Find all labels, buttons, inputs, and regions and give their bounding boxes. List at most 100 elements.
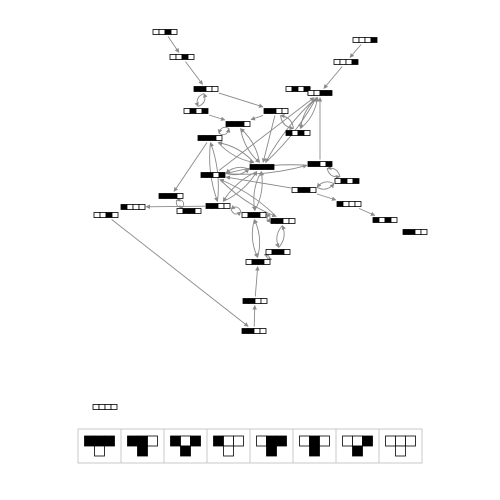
legend-entry-1-square-3: [94, 445, 105, 457]
node-n4: [333, 59, 359, 65]
edge-n14-n13: [326, 165, 341, 177]
node-n14-cell-2: [346, 178, 354, 184]
edge-n8-n11: [298, 97, 318, 129]
edge-n18-n17: [175, 197, 185, 207]
node-n8-cell-3: [325, 90, 333, 96]
node-n17-cell-1: [164, 193, 172, 199]
edge-n14-n21: [316, 181, 335, 188]
node-n31-cell-0: [402, 229, 410, 235]
legend-entry-1-square-0: [84, 435, 95, 447]
edge-n10-n12: [240, 128, 260, 163]
node-n4-cell-3: [351, 59, 359, 65]
node-n28-cell-2: [254, 298, 262, 304]
node-n11: [285, 130, 311, 136]
legend-entry-4-square-3: [223, 445, 234, 457]
node-n23-cell-3: [288, 218, 296, 224]
node-n28: [242, 298, 268, 304]
node-n14-cell-0: [334, 178, 342, 184]
node-n14-cell-1: [340, 178, 348, 184]
legend-entry-3-square-0: [170, 435, 181, 447]
node-n1: [152, 29, 178, 35]
legend-entry-3: [163, 428, 208, 464]
legend: [77, 428, 423, 464]
legend-entry-5-square-0: [256, 435, 267, 447]
node-n6-cell-2: [195, 108, 203, 114]
edge-n21-n22: [316, 193, 337, 201]
edge-n5-n9: [218, 92, 264, 108]
edge-n15-n12: [217, 142, 255, 164]
node-n8-cell-0: [307, 90, 315, 96]
edge-n9-n12: [261, 115, 276, 163]
node-n5: [193, 86, 219, 92]
node-n28-cell-3: [260, 298, 268, 304]
node-n15: [197, 135, 223, 141]
node-n3-cell-3: [370, 37, 378, 43]
node-n6-cell-1: [189, 108, 197, 114]
node-n5-cell-2: [205, 86, 213, 92]
edge-n23-n26: [275, 225, 283, 248]
edge-n23-n16: [219, 178, 277, 217]
edge-n19-n24: [230, 209, 242, 217]
node-n11-cell-1: [291, 130, 299, 136]
node-n15-cell-0: [197, 135, 205, 141]
legend-entry-7-square-1: [352, 435, 363, 447]
node-n26-cell-0: [265, 249, 273, 255]
edge-n23-n24: [266, 213, 271, 219]
legend-entry-7-square-0: [342, 435, 353, 447]
node-n20: [120, 204, 146, 210]
node-n25: [372, 217, 398, 223]
node-n30-cell-1: [99, 212, 107, 218]
edge-n15-n17: [173, 142, 208, 192]
node-n21-cell-2: [303, 187, 311, 193]
legend-entry-5-square-1: [266, 435, 277, 447]
node-n28-cell-0: [242, 298, 250, 304]
node-n16-cell-0: [200, 172, 208, 178]
edge-n6-n5: [197, 93, 208, 107]
edge-n9-n11: [280, 115, 294, 131]
edge-n12-n24: [251, 171, 262, 211]
node-n7-cell-3: [303, 86, 311, 92]
node-n26: [265, 249, 291, 255]
node-n13-cell-0: [307, 161, 315, 167]
node-n17-cell-2: [170, 193, 178, 199]
node-n26-cell-1: [271, 249, 279, 255]
node-n19-cell-1: [211, 203, 219, 209]
node-n32: [92, 404, 118, 410]
legend-entry-8-frame: [378, 428, 423, 464]
legend-entry-4-square-2: [233, 435, 244, 447]
node-n32-cell-0: [92, 404, 100, 410]
legend-entry-6-square-3: [309, 445, 320, 457]
node-n32-cell-3: [110, 404, 118, 410]
node-n8-cell-2: [319, 90, 327, 96]
node-n9: [263, 108, 289, 114]
node-n16: [200, 172, 226, 178]
legend-entry-7: [335, 428, 380, 464]
node-n21-cell-3: [309, 187, 317, 193]
node-n1-cell-3: [170, 29, 178, 35]
node-n29-cell-2: [253, 328, 261, 334]
node-n9-cell-1: [269, 108, 277, 114]
node-n2-cell-1: [175, 54, 183, 60]
node-n16-cell-1: [206, 172, 214, 178]
edge-n26-n23: [278, 225, 286, 248]
node-n6-cell-0: [183, 108, 191, 114]
node-n13-cell-1: [313, 161, 321, 167]
node-n10: [225, 121, 251, 127]
legend-entry-8-square-0: [385, 435, 396, 447]
node-n4-cell-2: [345, 59, 353, 65]
edge-n4-n8: [323, 66, 343, 89]
node-n13: [307, 161, 333, 167]
node-n14-cell-3: [352, 178, 360, 184]
node-n29: [241, 328, 267, 334]
edge-n19-n12: [222, 171, 258, 202]
node-n6: [183, 108, 209, 114]
node-n3: [352, 37, 378, 43]
node-n12-cell-0: [249, 164, 257, 170]
node-n9-cell-3: [281, 108, 289, 114]
edge-n12-n10: [240, 128, 260, 163]
node-n24-cell-2: [253, 212, 261, 218]
edge-n21-n16: [225, 175, 292, 189]
node-n12-cell-3: [267, 164, 275, 170]
node-n7: [285, 86, 311, 92]
node-n20-cell-3: [138, 204, 146, 210]
